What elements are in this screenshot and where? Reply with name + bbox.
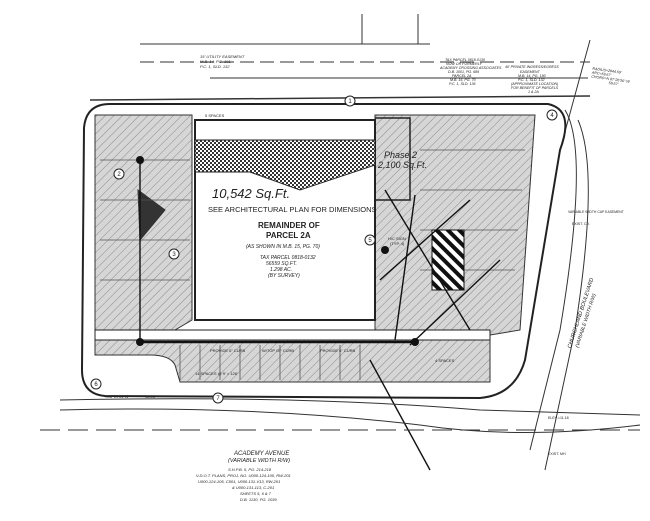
phase2-title: Phase 2 (384, 150, 417, 160)
plan-labels: PROVIDE 6" CURB W/TOP OF CURB PROVIDE 6"… (105, 113, 624, 456)
phase2-outline (375, 117, 411, 201)
note-line: FOR BENEFIT OF PARCELS (511, 86, 559, 90)
note-line: D.B. 1001, PG. 689 (448, 70, 479, 74)
easement-label: VARIABLE WIDTH CAP EASEMENT (568, 210, 624, 214)
note-line: M.B. 15, PG. 70 (450, 78, 476, 82)
churchland-boulevard-lines (529, 109, 589, 471)
road-ref: V.D.O.T. PLANS, PROJ. NO. U000-124-105, … (196, 473, 291, 478)
note-line: 40' PRIVATE INGRESS/EGRESS (505, 65, 559, 69)
bearing-label: S06°19'03"W (105, 394, 129, 399)
keynote-marker: 4 (550, 113, 554, 119)
road-ref: & U000-131-113, C-201 (232, 485, 274, 490)
exist-ci-label: EXIST. C.I. (572, 222, 590, 226)
keynote-marker: 1 (348, 99, 352, 105)
note-line: NOW OR FORMERLY (446, 62, 482, 66)
note-line: M.B. 14, PG. 191 (200, 59, 231, 64)
phase2-area: 2,100 Sq.Ft. (377, 160, 427, 170)
catch-basins (136, 156, 419, 346)
note-line: PARCEL 2A (452, 74, 472, 78)
note-line: (APPROXIMATE LOCATION) (511, 82, 558, 86)
tax-parcel-note: TAX PARCEL 0818-0130 NOW OR FORMERLY ACA… (439, 58, 502, 86)
exist-mh-label: EXIST. MH (548, 452, 566, 456)
tax-line-2: 56559 SQ.FT. (266, 261, 297, 267)
spaces-label: 5 SPACES (205, 113, 225, 118)
spaces-label: 14 SPACES @ 9' = 126' (195, 371, 238, 376)
tax-line-4: (BY SURVEY) (268, 273, 300, 279)
tax-line-1: TAX PARCEL 0818-0132 (260, 255, 316, 261)
ingress-easement-note: 40' PRIVATE INGRESS/EGRESS EASEMENT M.B.… (505, 65, 559, 94)
curb-label: PROVIDE 6" CURB (320, 348, 356, 353)
handicap-stripe-area (431, 229, 465, 291)
tax-line-3: 1.298 AC. (270, 267, 292, 273)
parcel-title-1: REMAINDER OF (258, 221, 320, 230)
road-ref: D.B. 1130, PG. 1039 (240, 497, 277, 502)
utility-lines (139, 160, 501, 471)
academy-avenue-lines (40, 398, 641, 433)
note-line: ARC=59.67' (591, 70, 612, 77)
building-note: SEE ARCHITECTURAL PLAN FOR DIMENSIONS (208, 205, 377, 214)
elevation-label: ELEV.=11.18 (548, 416, 569, 420)
landscape-island (94, 329, 491, 341)
property-boundary (80, 103, 567, 400)
hc-sign-label: (TYP. 4) (390, 241, 405, 246)
distance-label: 98.03' (145, 394, 156, 399)
utility-easement-note: 15' UTILITY EASEMENT M.B. 14, PG. 191 P.… (200, 54, 245, 69)
parcel-ref: (AS SHOWN IN M.B. 15, PG. 70) (246, 244, 320, 250)
note-line: P.C. 1, SLD. 136 (449, 82, 476, 86)
hc-sign-label: H/C SIGN (388, 236, 406, 241)
curve-data-note: RADIUS=2844.59' ARC=59.67' CHORD=N 87°26… (591, 67, 631, 87)
note-line: ACADEMY CROSSING ASSOCIATES (439, 66, 502, 70)
keynote-marker: 3 (172, 252, 176, 258)
note-line: 15' UTILITY EASEMENT (200, 54, 245, 59)
parcel-title-2: PARCEL 2A (266, 231, 311, 240)
building-hatch-band (194, 139, 376, 191)
road-width: (VARIABLE WIDTH R/W) (228, 458, 290, 464)
academy-avenue-label: ACADEMY AVENUE (VARIABLE WIDTH R/W) S.H.… (196, 451, 291, 502)
keynote-marker: 7 (216, 396, 220, 402)
note-line: P.C. 1, SLD. 132 (518, 78, 545, 82)
note-line: P.C. 1, SLD. 132 (200, 64, 230, 69)
note-line: CHORD=N 87°26'36" W (591, 75, 630, 84)
churchland-boulevard-label: CHURCHLAND BOULEVARD (VARIABLE WIDTH R/W… (567, 277, 598, 349)
road-name: ACADEMY AVENUE (233, 451, 290, 457)
note-line: RADIUS=2844.59' (592, 67, 622, 75)
curb-label: PROVIDE 6" CURB (210, 348, 246, 353)
note-line: 59.67' (608, 81, 618, 86)
note-line: 1 & 2A (528, 90, 539, 94)
keynote-marker: 2 (117, 172, 121, 178)
note-line: TAX PARCEL 0818-0130 (445, 58, 485, 62)
spaces-label: 4 SPACES (435, 358, 455, 363)
road-ref: SHEETS 5, 6 & 7 (240, 491, 272, 496)
curb-label: W/TOP OF CURB (262, 348, 294, 353)
road-ref: S.H.P.B. 5, PG. 214-218 (228, 467, 272, 472)
parking-areas (94, 114, 536, 383)
note-line: EASEMENT (520, 70, 541, 74)
keynote-markers: 1 2 3 4 5 6 7 (90, 95, 558, 404)
keynote-marker: 5 (368, 238, 372, 244)
note-line: M.B. 14, PG. 190 (518, 74, 546, 78)
road-ref: U000-124-105, C501, U000-131-V13, RW-201 (198, 479, 280, 484)
building-area: 10,542 Sq.Ft. (212, 186, 290, 201)
keynote-marker: 6 (94, 382, 98, 388)
